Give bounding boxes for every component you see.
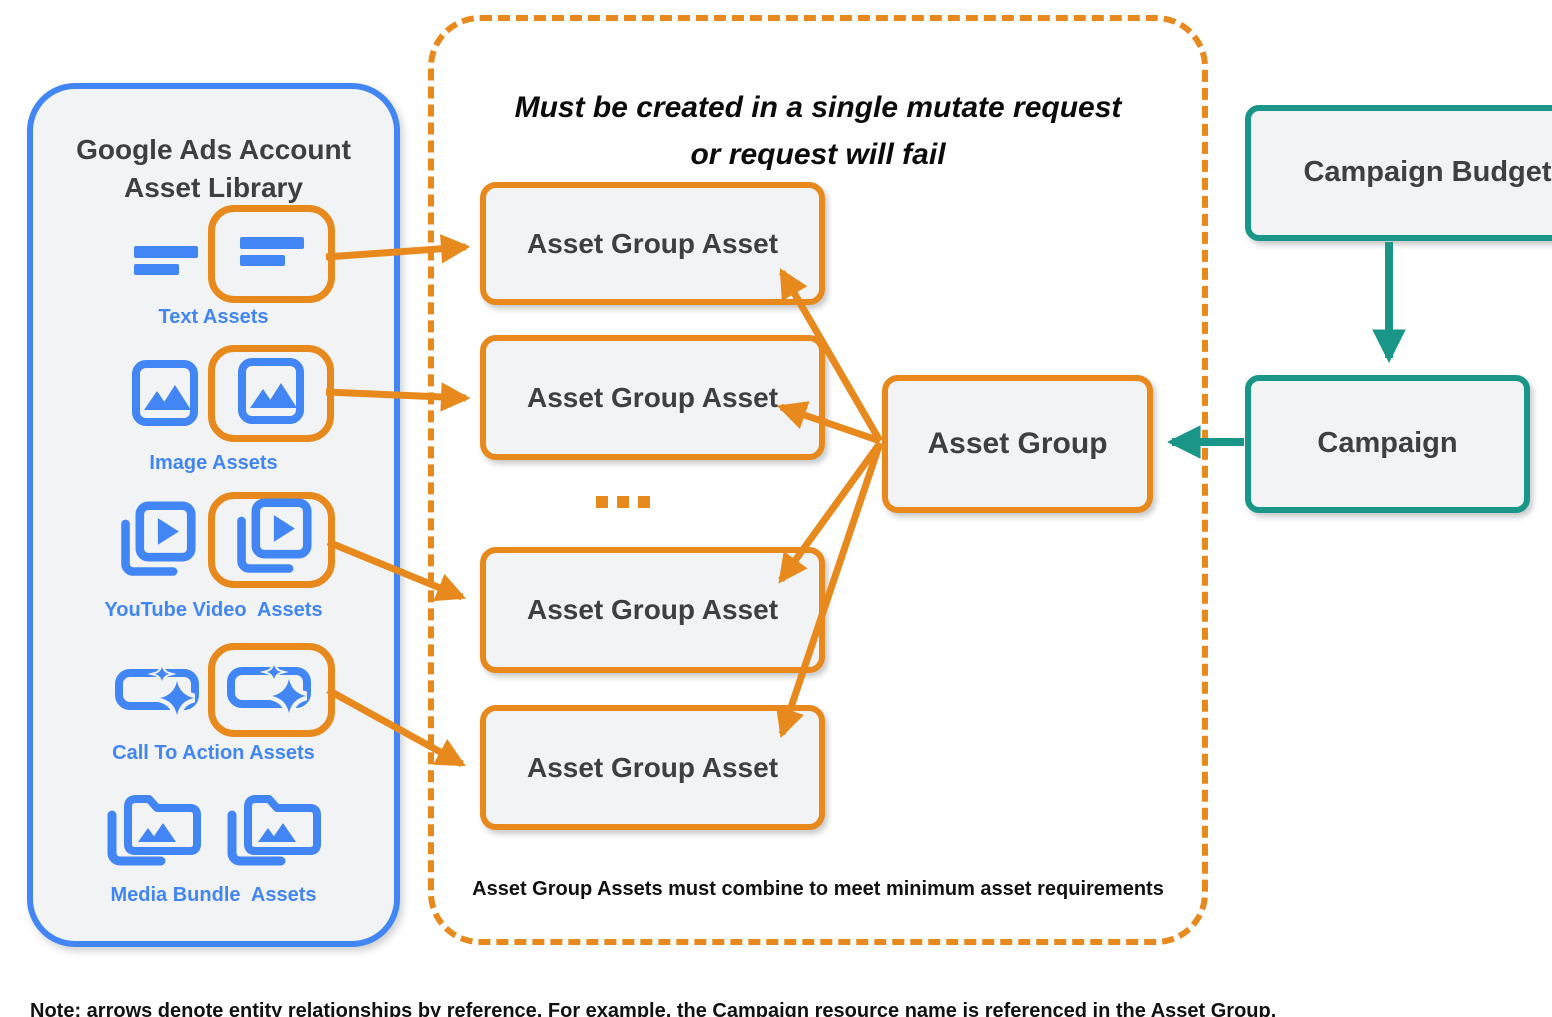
text-lines-icon — [133, 243, 199, 279]
asset-group-asset-box-1: Asset Group Asset — [480, 182, 825, 305]
youtube-video-assets-label: YouTube Video Assets — [104, 599, 323, 621]
media-bundle-assets-label: Media Bundle Assets — [110, 884, 317, 906]
media-bundle-icon — [103, 789, 203, 869]
selected-video-asset-highlight — [208, 492, 335, 588]
ellipsis-dots — [480, 496, 765, 508]
youtube-video-icon — [232, 497, 312, 583]
call-to-action-assets-label: Call To Action Assets — [112, 742, 315, 764]
asset-library-title-line2: Asset Library — [124, 172, 303, 204]
asset-group-box: Asset Group — [882, 375, 1153, 513]
selected-text-asset-highlight — [208, 205, 335, 303]
image-icon — [237, 357, 305, 430]
call-to-action-icon — [226, 656, 318, 721]
media-bundle-icon — [223, 789, 323, 869]
image-assets-label: Image Assets — [149, 452, 278, 474]
asset-group-asset-box-2: Asset Group Asset — [480, 335, 825, 460]
youtube-video-icon — [116, 501, 196, 581]
image-icon — [131, 359, 199, 427]
text-lines-icon — [239, 234, 305, 275]
mutate-title-line2: or request will fail — [690, 137, 946, 171]
campaign-box: Campaign — [1245, 375, 1530, 513]
mutate-title-line1: Must be created in a single mutate reque… — [514, 91, 1122, 124]
asset-group-asset-box-3: Asset Group Asset — [480, 547, 825, 673]
text-assets-label: Text Assets — [158, 306, 269, 328]
call-to-action-icon — [114, 662, 206, 718]
selected-image-asset-highlight — [208, 345, 334, 442]
campaign-budget-box: Campaign Budget — [1245, 105, 1552, 241]
asset-group-asset-box-4: Asset Group Asset — [480, 705, 825, 830]
footer-note: Note: arrows denote entity relationships… — [30, 1000, 1277, 1017]
mutate-request-title: Must be created in a single mutate reque… — [428, 85, 1208, 178]
selected-cta-asset-highlight — [208, 643, 335, 737]
asset-library-title-line1: Google Ads Account — [76, 134, 351, 166]
mutate-panel-footnote: Asset Group Assets must combine to meet … — [472, 878, 1164, 900]
